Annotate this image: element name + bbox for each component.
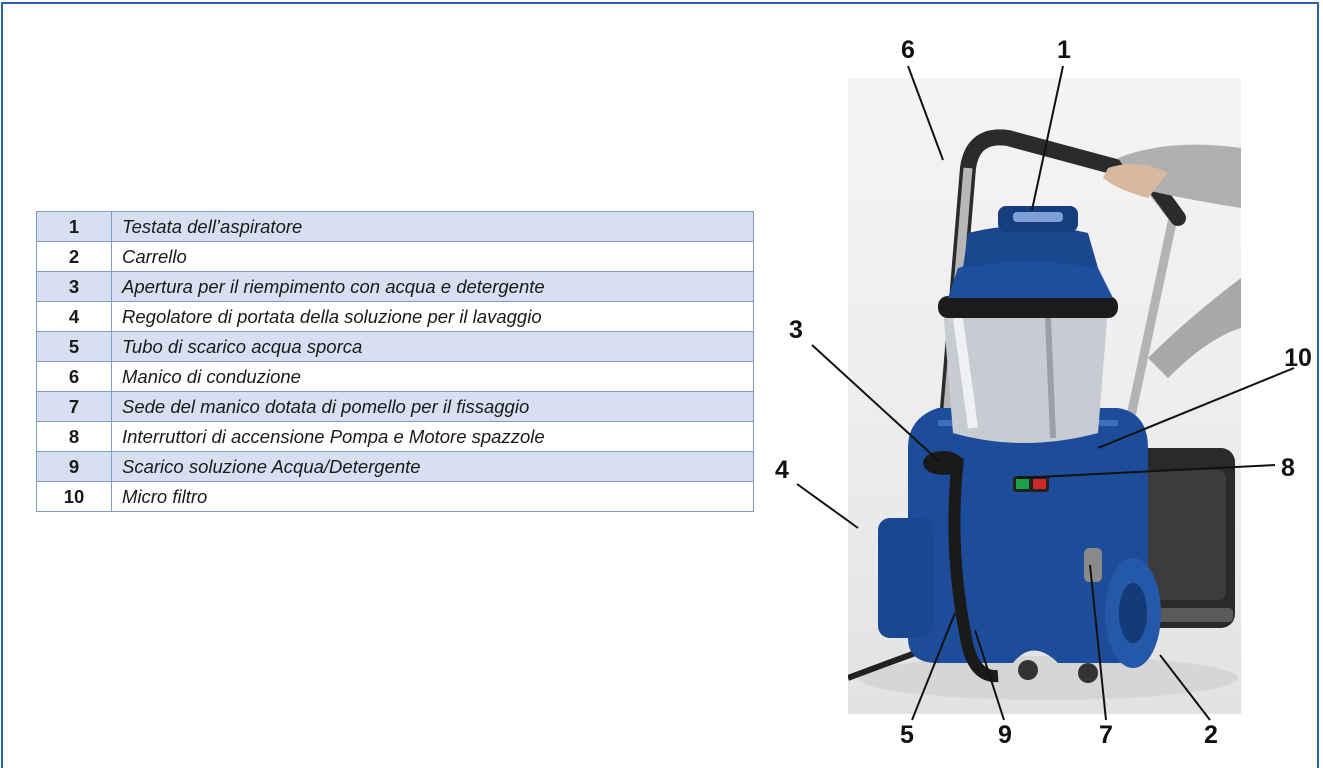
callout-6: 6: [901, 36, 915, 64]
callout-10: 10: [1284, 344, 1312, 372]
callout-5: 5: [900, 721, 914, 749]
part-description: Regolatore di portata della soluzione pe…: [111, 301, 754, 332]
callout-7: 7: [1099, 721, 1113, 749]
part-number: 2: [36, 241, 112, 272]
part-number: 5: [36, 331, 112, 362]
part-number: 10: [36, 481, 112, 512]
product-photo: [848, 78, 1241, 714]
table-row: 4 Regolatore di portata della soluzione …: [36, 301, 754, 332]
part-number: 9: [36, 451, 112, 482]
table-row: 3 Apertura per il riempimento con acqua …: [36, 271, 754, 302]
table-row: 7 Sede del manico dotata di pomello per …: [36, 391, 754, 422]
callout-9: 9: [998, 721, 1012, 749]
table-row: 5 Tubo di scarico acqua sporca: [36, 331, 754, 362]
callout-8: 8: [1281, 454, 1295, 482]
callout-2: 2: [1204, 721, 1218, 749]
part-number: 3: [36, 271, 112, 302]
table-row: 9 Scarico soluzione Acqua/Detergente: [36, 451, 754, 482]
callout-1: 1: [1057, 36, 1071, 64]
part-description: Interruttori di accensione Pompa e Motor…: [111, 421, 754, 452]
callout-4: 4: [775, 456, 789, 484]
part-number: 8: [36, 421, 112, 452]
table-row: 1 Testata dell’aspiratore: [36, 211, 754, 242]
part-description: Apertura per il riempimento con acqua e …: [111, 271, 754, 302]
part-description: Micro filtro: [111, 481, 754, 512]
part-description: Sede del manico dotata di pomello per il…: [111, 391, 754, 422]
callout-3: 3: [789, 316, 803, 344]
part-number: 4: [36, 301, 112, 332]
part-number: 1: [36, 211, 112, 242]
parts-legend-table: 1 Testata dell’aspiratore 2 Carrello 3 A…: [36, 211, 754, 512]
table-row: 10 Micro filtro: [36, 481, 754, 512]
table-row: 6 Manico di conduzione: [36, 361, 754, 392]
part-number: 6: [36, 361, 112, 392]
table-row: 8 Interruttori di accensione Pompa e Mot…: [36, 421, 754, 452]
part-number: 7: [36, 391, 112, 422]
part-description: Tubo di scarico acqua sporca: [111, 331, 754, 362]
part-description: Scarico soluzione Acqua/Detergente: [111, 451, 754, 482]
part-description: Carrello: [111, 241, 754, 272]
table-row: 2 Carrello: [36, 241, 754, 272]
carpet-cleaner-illustration: [848, 129, 1241, 700]
part-description: Testata dell’aspiratore: [111, 211, 754, 242]
part-description: Manico di conduzione: [111, 361, 754, 392]
